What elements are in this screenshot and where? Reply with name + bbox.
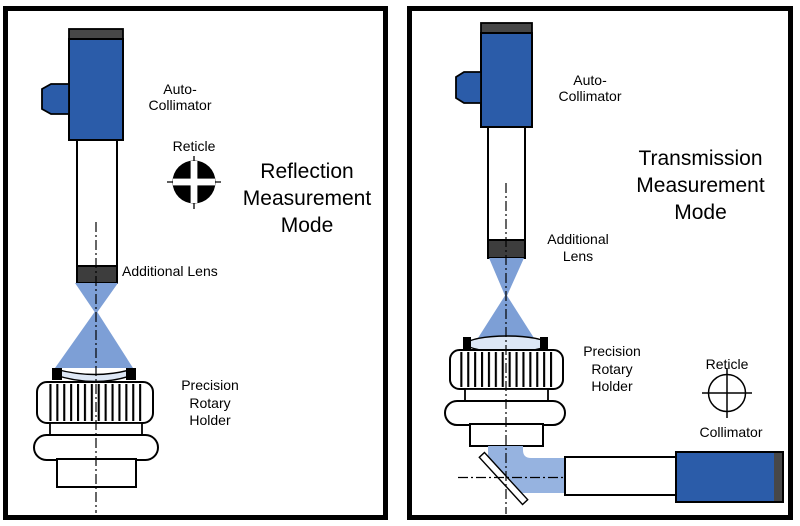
- collimator-end-cap: [774, 453, 782, 501]
- transmission-panel: Auto- Collimator Transmission Measuremen…: [407, 6, 793, 520]
- lens-clip-left: [52, 368, 62, 380]
- transmission-diagram: [444, 22, 784, 514]
- reticle-icon: [167, 156, 221, 209]
- autocollimator-knob: [41, 83, 70, 115]
- holder-base: [444, 400, 566, 426]
- autocollimator-body: [68, 38, 124, 141]
- reflection-mode-title: Reflection Measurement Mode: [242, 160, 372, 237]
- autocollimator-top-cap: [68, 28, 124, 40]
- auto-collimator-label: Auto- Collimator: [148, 81, 212, 113]
- lens-clip-right: [126, 368, 136, 380]
- precision-rotary-holder-label: Precision Rotary Holder: [181, 377, 239, 428]
- test-lens: [54, 368, 134, 383]
- lens-clip-left: [463, 337, 471, 350]
- reticle-label: Reticle: [705, 356, 749, 372]
- reflection-diagram: [33, 28, 221, 513]
- precision-rotary-holder-label: Precision Rotary Holder: [583, 343, 641, 394]
- autocollimator-tube: [76, 139, 118, 268]
- autocollimator-top-cap: [480, 22, 533, 34]
- reticle-label: Reticle: [172, 138, 216, 154]
- transmission-mode-title: Transmission Measurement Mode: [636, 147, 765, 224]
- additional-lens-label: Additional Lens: [547, 231, 609, 264]
- collimator-tube: [564, 456, 679, 496]
- additional-lens-label: Additional Lens: [122, 263, 218, 279]
- lens-clip-right: [540, 337, 548, 350]
- beam-cone-lower: [55, 310, 133, 368]
- additional-lens-block: [76, 265, 118, 284]
- auto-collimator-label: Auto- Collimator: [558, 72, 622, 104]
- knurled-ring-hatch: [47, 384, 143, 421]
- reticle-icon: [702, 368, 752, 418]
- collimator-label: Collimator: [699, 424, 763, 440]
- autocollimator-knob: [455, 71, 482, 104]
- autocollimator-body: [480, 32, 533, 128]
- collimator-body: [675, 451, 784, 503]
- reflection-panel: Auto- Collimator Reticle Reflection Meas…: [3, 6, 388, 520]
